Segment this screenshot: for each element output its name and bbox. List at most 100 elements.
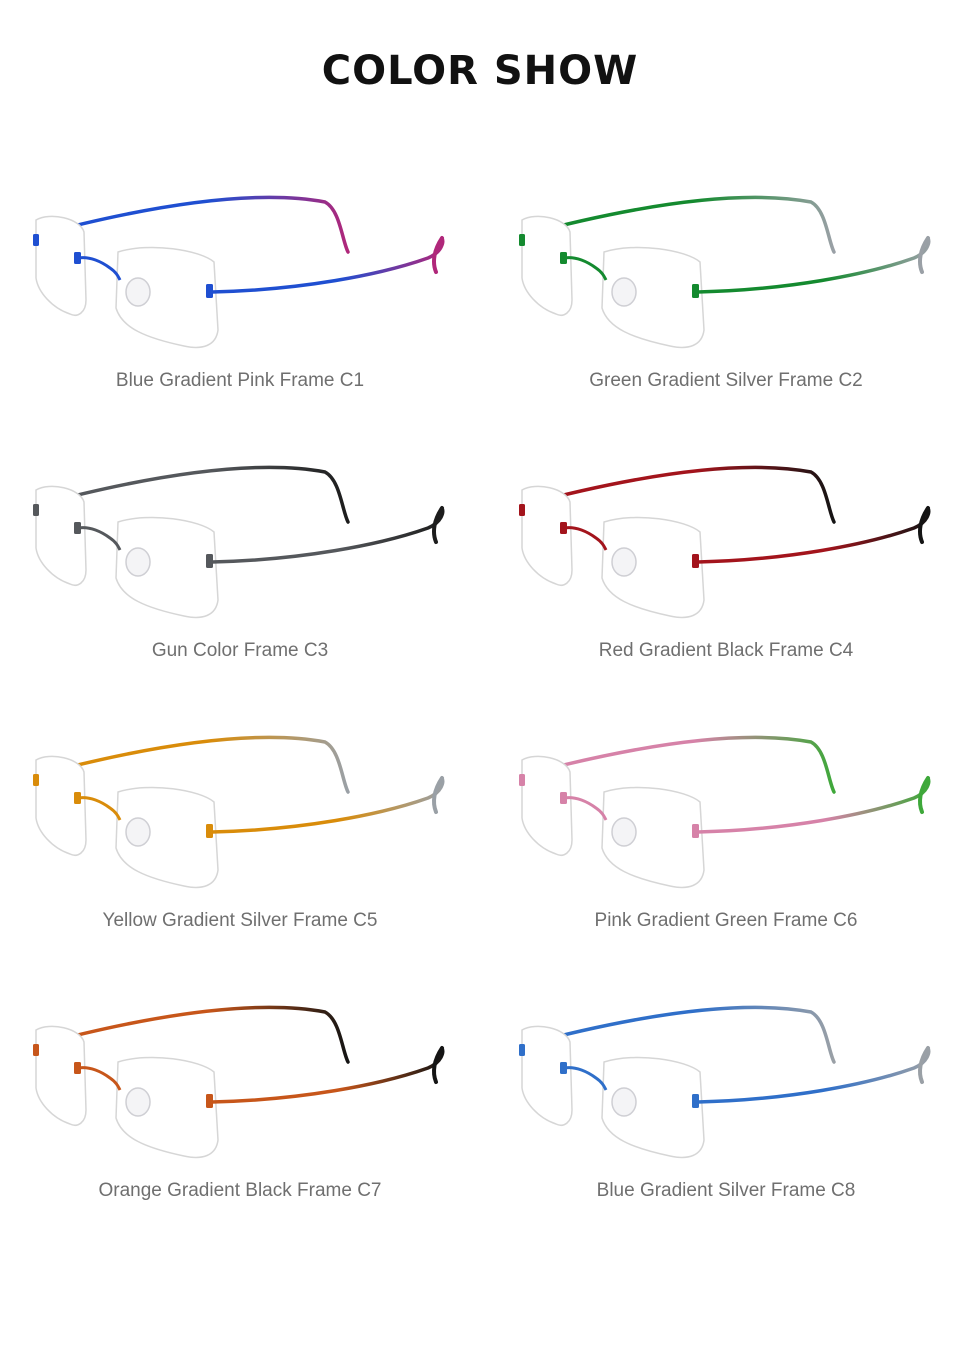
- temple-tip: [432, 776, 444, 814]
- nose-pad: [611, 547, 637, 577]
- variant-card: Pink Gradient Green Frame C6: [486, 720, 960, 990]
- glasses-image: [33, 735, 445, 889]
- bridge: [563, 526, 608, 551]
- left-hinge: [519, 504, 525, 516]
- bridge: [77, 796, 122, 821]
- left-hinge: [33, 1044, 39, 1056]
- right-hinge: [692, 824, 699, 838]
- bridge-end: [560, 252, 567, 264]
- right-lens: [115, 1056, 219, 1159]
- left-lens: [521, 215, 573, 316]
- bridge: [563, 796, 608, 821]
- variant-card: Green Gradient Silver Frame C2: [486, 180, 960, 450]
- far-temple: [522, 465, 836, 524]
- nose-pad: [611, 1087, 637, 1117]
- left-hinge: [519, 774, 525, 786]
- left-lens: [35, 485, 87, 586]
- right-hinge: [692, 554, 699, 568]
- bridge-end: [560, 522, 567, 534]
- left-lens: [521, 755, 573, 856]
- right-lens: [601, 1056, 705, 1159]
- left-hinge: [519, 234, 525, 246]
- bridge-end: [74, 1062, 81, 1074]
- temple-tip: [432, 236, 444, 274]
- temple-tip: [432, 1046, 444, 1084]
- bridge: [563, 256, 608, 281]
- glasses-image: [33, 1005, 445, 1159]
- left-hinge: [33, 774, 39, 786]
- bridge-end: [560, 792, 567, 804]
- near-temple: [696, 506, 931, 564]
- right-hinge: [206, 824, 213, 838]
- variant-card: Red Gradient Black Frame C4: [486, 450, 960, 720]
- temple-tip: [918, 776, 930, 814]
- right-lens: [115, 246, 219, 349]
- left-lens: [35, 755, 87, 856]
- variant-card: Blue Gradient Pink Frame C1: [0, 180, 480, 450]
- variant-caption: Blue Gradient Pink Frame C1: [115, 370, 365, 391]
- page-title: COLOR SHOW: [321, 48, 639, 94]
- left-lens: [521, 485, 573, 586]
- variant-caption: Yellow Gradient Silver Frame C5: [102, 910, 378, 931]
- nose-pad: [125, 1087, 151, 1117]
- left-hinge: [33, 234, 39, 246]
- bridge-end: [74, 792, 81, 804]
- bridge: [563, 1066, 608, 1091]
- bridge: [77, 256, 122, 281]
- far-temple: [522, 1005, 836, 1064]
- far-temple: [522, 735, 836, 794]
- variant-caption: Red Gradient Black Frame C4: [598, 640, 854, 661]
- left-hinge: [519, 1044, 525, 1056]
- right-lens: [601, 786, 705, 889]
- variant-caption: Orange Gradient Black Frame C7: [98, 1180, 382, 1201]
- glasses-image: [33, 465, 445, 619]
- variant-card: Gun Color Frame C3: [0, 450, 480, 720]
- near-temple: [696, 236, 931, 294]
- far-temple: [36, 195, 350, 254]
- right-lens: [601, 246, 705, 349]
- nose-pad: [611, 277, 637, 307]
- variant-caption: Green Gradient Silver Frame C2: [589, 370, 863, 391]
- near-temple: [210, 236, 445, 294]
- nose-pad: [125, 277, 151, 307]
- nose-pad: [611, 817, 637, 847]
- glasses-image: [519, 465, 931, 619]
- far-temple: [522, 195, 836, 254]
- right-lens: [115, 516, 219, 619]
- glasses-image: [519, 195, 931, 349]
- variant-caption: Pink Gradient Green Frame C6: [594, 910, 858, 931]
- glasses-image: [519, 1005, 931, 1159]
- far-temple: [36, 735, 350, 794]
- bridge: [77, 1066, 122, 1091]
- variant-card: Blue Gradient Silver Frame C8: [486, 990, 960, 1260]
- temple-tip: [918, 506, 930, 544]
- near-temple: [696, 1046, 931, 1104]
- nose-pad: [125, 547, 151, 577]
- left-lens: [35, 1025, 87, 1126]
- variant-card: Yellow Gradient Silver Frame C5: [0, 720, 480, 990]
- variant-caption: Gun Color Frame C3: [151, 640, 329, 661]
- right-lens: [601, 516, 705, 619]
- nose-pad: [125, 817, 151, 847]
- bridge-end: [560, 1062, 567, 1074]
- glasses-image: [519, 735, 931, 889]
- variant-caption: Blue Gradient Silver Frame C8: [596, 1180, 856, 1201]
- left-hinge: [33, 504, 39, 516]
- temple-tip: [432, 506, 444, 544]
- right-lens: [115, 786, 219, 889]
- far-temple: [36, 1005, 350, 1064]
- right-hinge: [692, 284, 699, 298]
- near-temple: [696, 776, 931, 834]
- near-temple: [210, 776, 445, 834]
- variant-card: Orange Gradient Black Frame C7: [0, 990, 480, 1260]
- near-temple: [210, 1046, 445, 1104]
- bridge-end: [74, 522, 81, 534]
- far-temple: [36, 465, 350, 524]
- left-lens: [35, 215, 87, 316]
- temple-tip: [918, 236, 930, 274]
- left-lens: [521, 1025, 573, 1126]
- right-hinge: [692, 1094, 699, 1108]
- right-hinge: [206, 284, 213, 298]
- right-hinge: [206, 554, 213, 568]
